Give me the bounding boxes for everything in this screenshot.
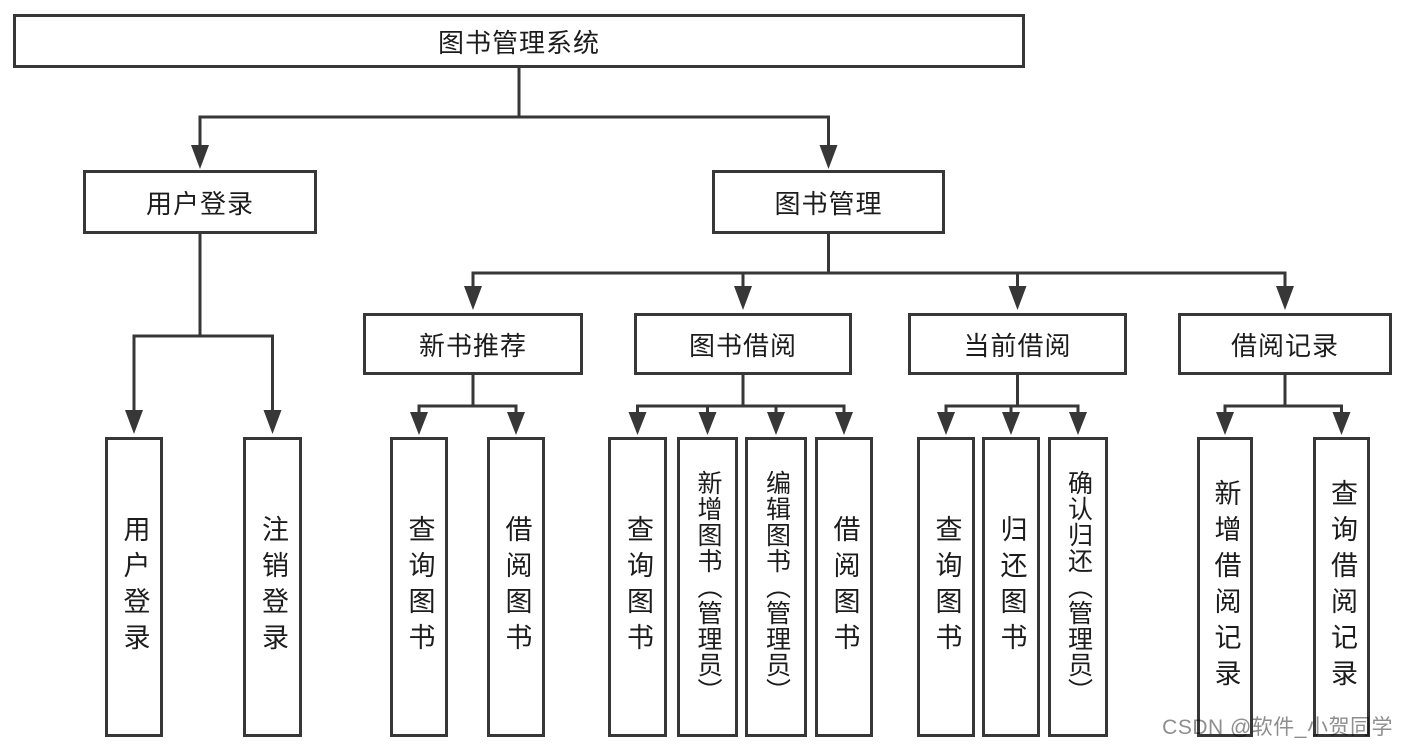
- node-label: 查询图书: [404, 515, 435, 659]
- connector-new-book-recommendation-to-leaves: [410, 375, 525, 435]
- node-label: 图书管理系统: [437, 27, 600, 58]
- node-add-book-admin: 新增图书（管理员）: [677, 437, 738, 737]
- connector-current-borrowing-to-leaves: [937, 375, 1087, 435]
- node-label: 借阅记录: [1230, 330, 1339, 361]
- node-label: 图书管理: [774, 188, 883, 219]
- node-label: 新书推荐: [418, 330, 527, 361]
- node-edit-book-admin: 编辑图书（管理员）: [745, 437, 807, 737]
- node-query-books-borrowing: 查询图书: [608, 437, 667, 737]
- connector-root-to-level2: [191, 68, 838, 169]
- node-label: 查询图书: [931, 515, 962, 659]
- node-confirm-return-admin: 确认归还（管理员）: [1048, 437, 1108, 737]
- node-label: 图书借阅: [688, 330, 797, 361]
- node-label: 新增图书（管理员）: [694, 470, 722, 704]
- node-label: 新增借阅记录: [1210, 479, 1241, 695]
- node-borrow-books-recommendation: 借阅图书: [487, 437, 545, 737]
- node-borrowing-records: 借阅记录: [1178, 313, 1392, 375]
- node-label: 查询图书: [623, 515, 653, 659]
- node-label: 注销登录: [258, 515, 288, 659]
- node-label: 用户登录: [119, 515, 150, 659]
- node-user-login-leaf: 用户登录: [105, 437, 163, 737]
- connector-book-management-to-level3: [464, 234, 1294, 310]
- node-label: 借阅图书: [829, 515, 860, 659]
- node-user-login: 用户登录: [83, 170, 317, 234]
- connector-user-login-to-leaves: [125, 234, 282, 434]
- node-query-borrow-record: 查询借阅记录: [1313, 437, 1370, 737]
- node-add-borrow-record: 新增借阅记录: [1197, 437, 1253, 737]
- connector-book-borrowing-to-leaves: [628, 375, 853, 435]
- node-label: 确认归还（管理员）: [1064, 470, 1093, 704]
- connector-borrowing-records-to-leaves: [1216, 375, 1351, 435]
- node-current-borrowing: 当前借阅: [908, 313, 1127, 375]
- node-label: 归还图书: [996, 515, 1027, 659]
- node-label: 查询借阅记录: [1327, 479, 1357, 695]
- node-label: 借阅图书: [501, 515, 532, 659]
- node-return-books: 归还图书: [982, 437, 1040, 737]
- node-book-management: 图书管理: [712, 170, 945, 234]
- node-label: 编辑图书（管理员）: [762, 470, 791, 704]
- node-query-books-recommendation: 查询图书: [390, 437, 448, 737]
- csdn-watermark: CSDN @软件_小贺同学: [1162, 716, 1393, 739]
- node-logout: 注销登录: [243, 437, 302, 737]
- node-borrow-books: 借阅图书: [815, 437, 873, 737]
- node-label: 当前借阅: [963, 330, 1072, 361]
- node-book-borrowing: 图书借阅: [634, 313, 852, 375]
- node-new-book-recommendation: 新书推荐: [363, 313, 583, 375]
- node-library-management-system: 图书管理系统: [13, 14, 1025, 68]
- node-label: 用户登录: [145, 188, 254, 219]
- node-query-books-current: 查询图书: [917, 437, 975, 737]
